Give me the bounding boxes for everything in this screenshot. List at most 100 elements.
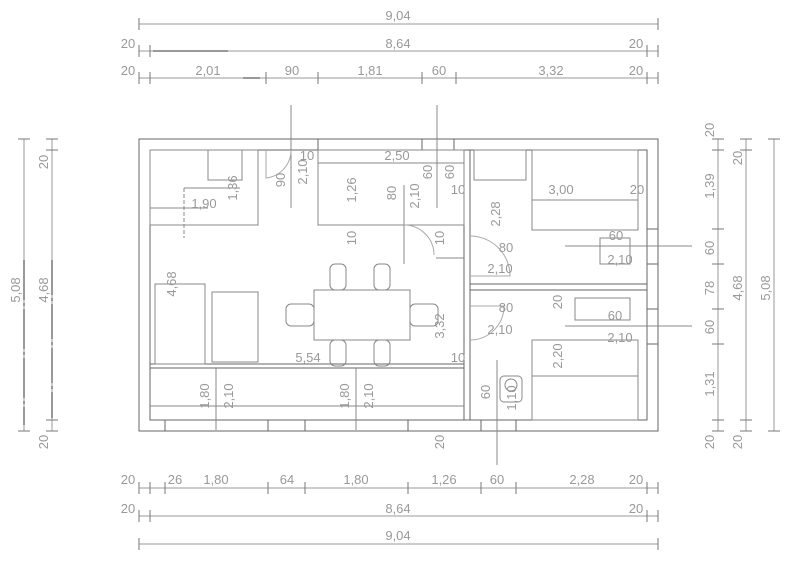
label-bed2-w: 60	[608, 308, 622, 323]
closet	[149, 149, 259, 226]
label-bed1-win-w: 60	[609, 228, 623, 243]
bottom-seg-2: 1,80	[203, 472, 228, 487]
label-door2-h: 2,10	[487, 322, 512, 337]
bottom-seg-1: 26	[168, 472, 182, 487]
label-window-80: 80	[384, 186, 399, 200]
building-walls	[138, 138, 659, 432]
chair	[285, 303, 315, 327]
label-wall-20-bottom: 20	[432, 435, 447, 449]
label-bath-h: 1,10	[504, 385, 519, 410]
top-seg-wall-left: 20	[121, 63, 135, 78]
bed	[531, 339, 639, 421]
toilet	[499, 375, 523, 403]
label-wall-10-e: 10	[451, 350, 465, 365]
right-seg-wall-top: 20	[702, 123, 717, 137]
right-dimensions: 20 1,39 60 78 60 1,31 20 20 4,68 20 5,08	[702, 123, 780, 449]
label-wall-10-c: 10	[344, 231, 359, 245]
left-overall-dim: 5,08	[8, 277, 23, 302]
reference-lines	[215, 105, 692, 465]
label-bed1-h: 2,28	[488, 201, 503, 226]
right-seg-1: 1,39	[702, 173, 717, 198]
top-seg-5: 3,32	[538, 63, 563, 78]
bottom-seg-wall-left: 20	[121, 472, 135, 487]
label-top-left-w: 1,90	[191, 196, 216, 211]
door-swing	[469, 305, 505, 341]
top-seg-wall-right: 20	[629, 63, 643, 78]
bottom-seg-6: 60	[490, 472, 504, 487]
nightstand	[574, 297, 631, 321]
label-wall-10-b: 10	[451, 182, 465, 197]
label-left-wall-468: 4,68	[164, 271, 179, 296]
label-bed2-wall: 20	[550, 295, 565, 309]
right-inner-dim: 4,68	[730, 275, 745, 300]
dining-table	[313, 289, 411, 341]
right-seg-2: 60	[702, 241, 717, 255]
top-overall-dim: 9,04	[385, 8, 410, 23]
label-window-60b: 60	[442, 165, 457, 179]
top-inner-dim: 8,64	[385, 36, 410, 51]
interior-labels: 1,90 1,36 90 2,10 10 2,50 1,26 80 2,10 6…	[164, 148, 644, 449]
label-living-w: 5,54	[295, 350, 320, 365]
chair	[329, 339, 347, 367]
bottom-seg-4: 1,80	[343, 472, 368, 487]
door-swing	[403, 224, 435, 256]
top-seg-4: 60	[432, 63, 446, 78]
nightstand	[599, 237, 631, 265]
bottom-seg-5: 1,26	[431, 472, 456, 487]
door-swing	[469, 235, 511, 277]
bottom-wall-right-dim: 20	[629, 501, 643, 516]
label-win1-h: 2,10	[221, 383, 236, 408]
left-wall-bottom-dim: 20	[36, 435, 51, 449]
left-wall-top-dim: 20	[36, 155, 51, 169]
label-window-210: 2,10	[407, 183, 422, 208]
top-seg-3: 1,81	[357, 63, 382, 78]
label-window-60: 60	[420, 165, 435, 179]
label-living-h: 3,32	[432, 313, 447, 338]
right-seg-5: 1,31	[702, 371, 717, 396]
bottom-seg-3: 64	[280, 472, 294, 487]
bottom-inner-dim: 8,64	[385, 501, 410, 516]
left-inner-dim: 4,68	[36, 277, 51, 302]
label-bed2-h: 2,20	[550, 343, 565, 368]
right-wall-bottom-dim: 20	[730, 435, 745, 449]
label-win1-w: 1,80	[197, 383, 212, 408]
bottom-seg-wall-right: 20	[629, 472, 643, 487]
top-wall-right-dim: 20	[629, 36, 643, 51]
label-kitchen-h: 1,26	[344, 177, 359, 202]
label-wall-10-d: 10	[432, 231, 447, 245]
bottom-wall-left-dim: 20	[121, 501, 135, 516]
door-swing	[265, 149, 292, 179]
wardrobe	[473, 149, 527, 181]
label-kitchen-door-w: 90	[273, 173, 288, 187]
top-seg-2: 90	[285, 63, 299, 78]
label-bed1-w: 3,00	[548, 182, 573, 197]
label-bed1-wall: 20	[630, 182, 644, 197]
coffee-table	[211, 291, 259, 363]
label-win2-w: 1,80	[337, 383, 352, 408]
chair	[329, 263, 347, 291]
label-door1-h: 2,10	[487, 261, 512, 276]
top-seg-1: 2,01	[195, 63, 220, 78]
label-win2-h: 2,10	[361, 383, 376, 408]
bottom-dimensions: 20 26 1,80 64 1,80 1,26 60 2,28 20 20 8,…	[121, 472, 659, 550]
right-wall-top-dim: 20	[730, 151, 745, 165]
top-dimensions: 9,04 20 8,64 20 20 2,01 90 1,81 60 3,32 …	[121, 8, 659, 84]
furniture	[149, 149, 639, 421]
right-seg-3: 78	[702, 281, 717, 295]
chair	[373, 339, 391, 367]
label-door2-w: 80	[499, 300, 513, 315]
chair	[409, 303, 439, 327]
label-bed1-win-h: 2,10	[607, 252, 632, 267]
label-wall-10-a: 10	[300, 148, 314, 163]
label-kitchen-w: 2,50	[384, 148, 409, 163]
right-overall-dim: 5,08	[758, 275, 773, 300]
label-bath-w: 60	[478, 385, 493, 399]
right-seg-4: 60	[702, 320, 717, 334]
label-top-left-h: 1,36	[225, 175, 240, 200]
label-bed2-win-h: 2,10	[607, 330, 632, 345]
bottom-seg-7: 2,28	[569, 472, 594, 487]
kitchen-counter	[317, 149, 465, 226]
bottom-overall-dim: 9,04	[385, 528, 410, 543]
left-dimensions: 5,08 20 4,68 20	[8, 138, 58, 449]
